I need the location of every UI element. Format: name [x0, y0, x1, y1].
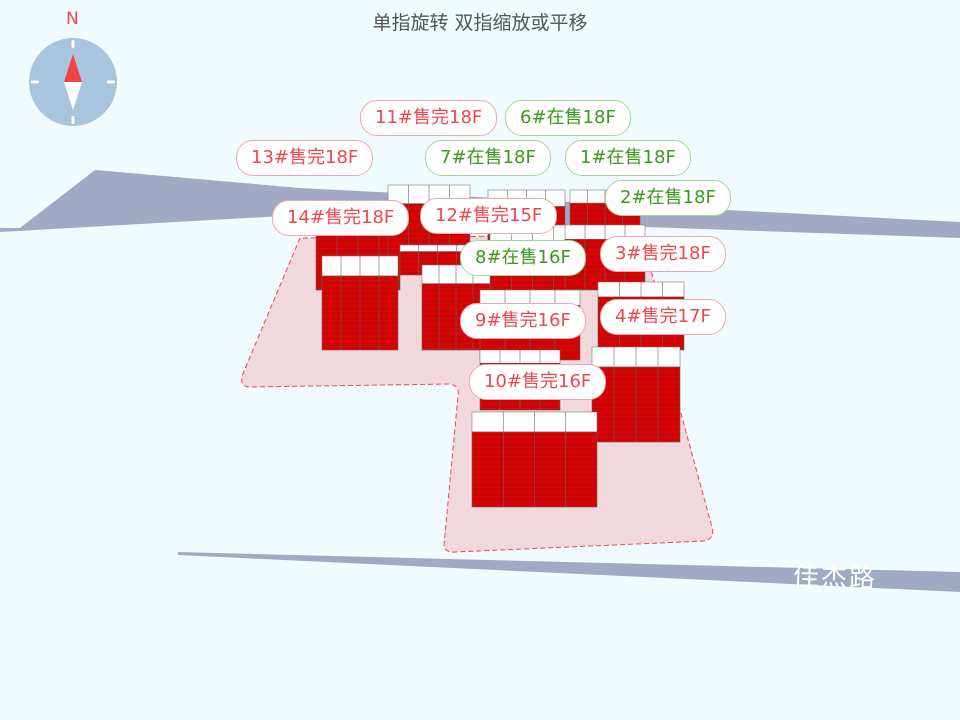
building-block[interactable]: [591, 346, 681, 443]
gesture-hint: 单指旋转 双指缩放或平移: [372, 12, 588, 34]
building-label-9[interactable]: 9#售完16F: [460, 303, 586, 339]
building-label-10[interactable]: 10#售完16F: [469, 364, 607, 400]
building-label-3[interactable]: 3#售完18F: [600, 236, 726, 272]
compass-icon[interactable]: [29, 38, 117, 126]
building-label-8[interactable]: 8#在售16F: [460, 240, 586, 276]
building-label-12[interactable]: 12#售完15F: [420, 198, 558, 234]
building-label-7[interactable]: 7#在售18F: [425, 140, 551, 176]
building-label-13[interactable]: 13#售完18F: [236, 140, 374, 176]
building-label-6[interactable]: 6#在售18F: [505, 100, 631, 136]
road-south: [178, 552, 960, 592]
road-name-label: 佳杰路: [792, 561, 878, 595]
building-label-11[interactable]: 11#售完18F: [360, 100, 498, 136]
building-label-14[interactable]: 14#售完18F: [272, 200, 410, 236]
building-block[interactable]: [321, 255, 399, 351]
building-label-4[interactable]: 4#售完17F: [600, 299, 726, 335]
north-label: N: [66, 9, 79, 29]
building-block[interactable]: [471, 411, 598, 508]
building-label-1[interactable]: 1#在售18F: [565, 140, 691, 176]
building-label-2[interactable]: 2#在售18F: [605, 180, 731, 216]
